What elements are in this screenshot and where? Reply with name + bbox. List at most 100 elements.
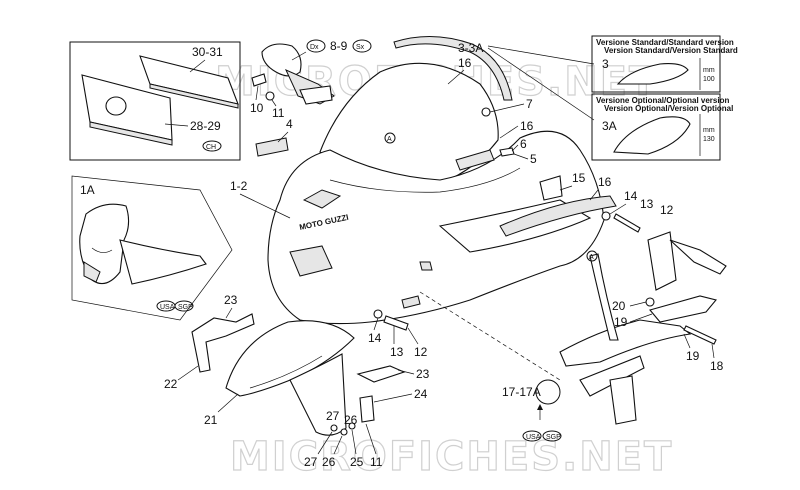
callout-7: 7	[526, 97, 533, 111]
callout-19-right: 19	[686, 349, 700, 363]
optional-version-box	[591, 93, 721, 161]
callout-3-3a: 3-3A	[458, 41, 483, 55]
callouts: 3-3A 16 10 11 4 7 16 6 5 1-2 15 16 14 13…	[164, 41, 724, 469]
svg-text:130: 130	[703, 136, 715, 143]
callout-26-top: 26	[344, 413, 358, 427]
standard-part-label: 3	[602, 57, 609, 71]
callout-26-bottom: 26	[322, 455, 336, 469]
bolt-12	[613, 213, 641, 233]
callout-12-right: 12	[660, 203, 674, 217]
svg-text:USA: USA	[526, 434, 541, 441]
svg-text:SGP: SGP	[178, 304, 193, 311]
callout-11-top: 11	[272, 106, 285, 120]
inset-left-frame	[69, 41, 241, 161]
optional-part-label: 3A	[602, 119, 617, 133]
badge-sx	[352, 39, 372, 53]
svg-text:USA: USA	[160, 304, 175, 311]
washer-20	[645, 297, 655, 307]
front-mudguard	[225, 320, 355, 436]
bolt-10	[251, 73, 267, 87]
screen-optional	[613, 116, 691, 155]
callout-19-left: 19	[614, 315, 628, 329]
screen-standard	[616, 63, 689, 85]
callout-13-right: 13	[640, 197, 654, 211]
bracket-23-right	[356, 365, 406, 383]
optional-title-1: Versione Optional/Optional version	[596, 96, 729, 105]
standard-title-2: Version Standard/Version Standard	[604, 46, 738, 55]
callout-22: 22	[164, 377, 178, 391]
bracket-22	[191, 313, 255, 373]
svg-text:CH: CH	[206, 144, 216, 151]
watermark-bottom: MICROFICHES.NET	[230, 434, 673, 480]
fairing-bracket	[455, 149, 495, 171]
badge-sgp-bottom	[542, 430, 562, 442]
support-arm-upper	[559, 319, 692, 367]
bracket-15	[539, 175, 563, 201]
logo-eagle	[302, 189, 342, 209]
hardware	[251, 73, 717, 436]
instrument-plate	[669, 239, 727, 275]
nut-25	[348, 422, 356, 430]
callout-15: 15	[572, 171, 586, 185]
badge-sgp-1a	[174, 300, 194, 312]
callout-23-left: 23	[224, 293, 238, 307]
label-8-9: 8-9	[330, 39, 348, 53]
callout-5: 5	[530, 152, 537, 166]
callout-25: 25	[350, 455, 364, 469]
label-30-31: 30-31	[192, 45, 223, 59]
callout-1-2: 1-2	[230, 179, 248, 193]
callout-10: 10	[250, 101, 264, 115]
badge-usa-bottom	[522, 430, 542, 442]
mirror-head	[261, 43, 302, 77]
callout-20: 20	[612, 299, 626, 313]
support-rod	[589, 253, 619, 341]
fairing-body	[267, 130, 605, 325]
mudguard-top	[225, 320, 355, 397]
marker-a-1	[384, 132, 396, 144]
bolt-18	[683, 325, 717, 345]
washer-11	[265, 91, 275, 101]
optional-title-2: Version Optional/Version Optional	[604, 104, 733, 113]
callout-13-lower: 13	[390, 345, 404, 359]
bracket-24	[359, 395, 375, 423]
callout-24: 24	[414, 387, 428, 401]
svg-text:A: A	[387, 136, 392, 143]
screw-6	[499, 147, 515, 157]
callout-16-mid: 16	[520, 119, 534, 133]
headlight-grille	[289, 245, 333, 277]
callout-16-right: 16	[598, 175, 612, 189]
callout-18: 18	[710, 359, 724, 373]
inset-left: 30-31 28-29 CH	[69, 41, 241, 161]
svg-text:A: A	[589, 254, 594, 261]
callout-27-bottom: 27	[304, 455, 318, 469]
callout-23-right: 23	[416, 367, 430, 381]
windscreen-trim	[393, 35, 513, 101]
instrument-bracket	[647, 231, 677, 291]
plate-4	[255, 137, 289, 157]
callout-16-top: 16	[458, 56, 472, 70]
label-1a: 1A	[80, 183, 95, 197]
bracket-20	[649, 295, 717, 323]
washer-26	[340, 428, 348, 436]
trim-16-right	[499, 195, 617, 237]
badge-dx	[306, 39, 326, 53]
inset-1a-frame	[71, 175, 233, 321]
callout-14-right: 14	[624, 189, 638, 203]
callout-17-17a: 17-17A	[502, 385, 541, 399]
support-foot	[609, 375, 637, 425]
label-28-29: 28-29	[190, 119, 221, 133]
marker-a-2	[586, 250, 598, 262]
nut-14-lower	[373, 309, 383, 319]
svg-text:Dx: Dx	[310, 44, 319, 51]
mirror: Dx 8-9 Sx	[261, 39, 372, 105]
svg-text:SGP: SGP	[546, 434, 561, 441]
washer-27	[330, 424, 338, 432]
callout-27-top: 27	[326, 409, 340, 423]
callout-4: 4	[286, 117, 293, 131]
svg-text:100: 100	[703, 76, 715, 83]
callout-6: 6	[520, 137, 527, 151]
bolt-12-lower	[383, 315, 409, 331]
callout-21: 21	[204, 413, 218, 427]
support-arm-lower	[579, 355, 645, 397]
